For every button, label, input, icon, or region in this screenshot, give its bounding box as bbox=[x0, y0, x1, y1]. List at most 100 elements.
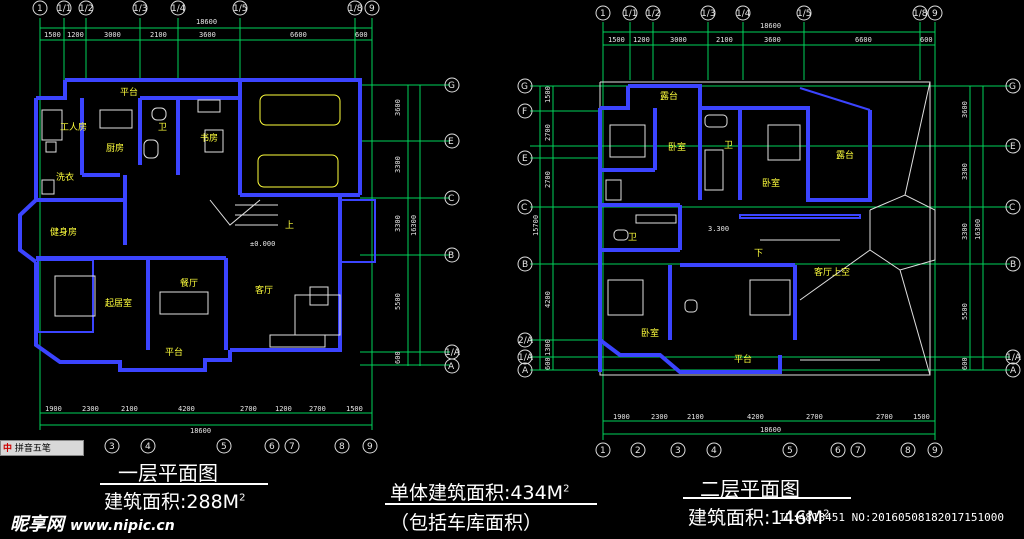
plan1-room-label: 平台 bbox=[120, 86, 138, 98]
plan2-right-dim: 3300 bbox=[961, 163, 969, 180]
plan1-level-mark: ±0.000 bbox=[250, 240, 275, 248]
plan2-room-label: 露台 bbox=[660, 90, 678, 102]
plan1-axis-label: B bbox=[448, 251, 454, 261]
plan2-bottom-dim: 1500 bbox=[913, 413, 930, 421]
plan1-title-underline bbox=[100, 483, 268, 485]
plan2-axis-label: 5 bbox=[787, 446, 793, 456]
plan2-axis-label: C bbox=[1009, 203, 1015, 213]
total-area-note: （包括车库面积） bbox=[390, 512, 543, 534]
plan2-room-label: 卫 bbox=[628, 233, 637, 243]
total-area-underline bbox=[385, 503, 597, 505]
total-area: 单体建筑面积:434M2 bbox=[390, 482, 570, 504]
plan2-axis-label: 1/1 bbox=[623, 9, 637, 19]
plan1-axis-label: 9 bbox=[367, 442, 373, 452]
plan2-room-label: 卫 bbox=[724, 141, 733, 151]
plan2-top-dim: 3000 bbox=[670, 36, 687, 44]
plan2-axis-label: 1/4 bbox=[736, 9, 751, 19]
plan2-room-label: 卧室 bbox=[668, 141, 686, 153]
plan2-title-underline bbox=[683, 497, 851, 499]
plan2-axis-label: 2/A bbox=[518, 336, 534, 346]
plan1-right-dim: 5500 bbox=[394, 293, 402, 310]
plan2-left-dim: 1500 bbox=[544, 86, 552, 103]
plan2-axis-label: 7 bbox=[855, 446, 861, 456]
plan1-axis-label: 1/2 bbox=[79, 4, 93, 14]
ime-logo-icon: 中 bbox=[3, 444, 13, 454]
plan2-axis-label: 8 bbox=[905, 446, 911, 456]
plan1-title: 一层平面图 bbox=[118, 461, 218, 485]
plan2-right-dim-total: 16300 bbox=[974, 219, 982, 240]
plan1-axis-label: 1 bbox=[37, 4, 43, 14]
plan1-room-label: 洗衣 bbox=[56, 171, 74, 183]
plan1-axis-label: E bbox=[448, 137, 454, 147]
plan2-top-dim: 2100 bbox=[716, 36, 733, 44]
plan1-axis-label: C bbox=[448, 194, 454, 204]
plan2-room-label: 客厅上空 bbox=[814, 266, 850, 278]
plan2-room-label: 卧室 bbox=[762, 177, 780, 189]
plan2-axis-label: A bbox=[522, 366, 529, 376]
plan2-bottom-dim: 2100 bbox=[687, 413, 704, 421]
plan1-axis-label: 1/4 bbox=[171, 4, 186, 14]
plan1-room-label: 客厅 bbox=[255, 284, 273, 296]
plan1-room-label: 工人房 bbox=[60, 121, 87, 133]
plan1-top-dim: 3600 bbox=[199, 31, 216, 39]
plan1-axis-label: 6 bbox=[269, 442, 275, 452]
plan1-bottom-dim: 1500 bbox=[346, 405, 363, 413]
plan1-bottom-dim: 2700 bbox=[240, 405, 257, 413]
plan1-top-dim: 600 bbox=[355, 31, 368, 39]
plan2-left-dim: 1300 bbox=[544, 339, 552, 356]
watermark-id: ID:4813451 NO:20160508182017151000 bbox=[778, 511, 1004, 524]
plan2-axis-label: B bbox=[1010, 260, 1016, 270]
plan1-top-dim: 2100 bbox=[150, 31, 167, 39]
plan2-area: 建筑面积:146M2 bbox=[688, 507, 830, 529]
plan2-axis-label: 1/A bbox=[1006, 353, 1022, 363]
plan2-right-dim: 5500 bbox=[961, 303, 969, 320]
plan1-bottom-dim: 2100 bbox=[121, 405, 138, 413]
plan1-axis-label: 1/8 bbox=[348, 4, 363, 14]
plan2-level-mark: 3.300 bbox=[708, 225, 729, 233]
plan1: 18600 1500 1200 3000 2100 3600 6600 600 … bbox=[18, 0, 461, 454]
plan2-room-label: 平台 bbox=[734, 353, 752, 365]
plan1-room-label: 平台 bbox=[165, 346, 183, 358]
plan2-bottom-dim: 2300 bbox=[651, 413, 668, 421]
plan2-axis-label: E bbox=[522, 154, 528, 164]
plan2-axis-label: 1/2 bbox=[646, 9, 660, 19]
plan1-bottom-dim-total: 18600 bbox=[190, 427, 211, 435]
plan1-room-label: 上 bbox=[285, 220, 294, 231]
plan1-axis-label: 1/A bbox=[445, 348, 461, 358]
plan2-axis-label: 9 bbox=[932, 9, 938, 19]
plan2-axis-label: 1 bbox=[600, 446, 606, 456]
plan2-right-dim: 600 bbox=[961, 357, 969, 370]
plan1-bottom-dim: 4200 bbox=[178, 405, 195, 413]
ime-toolbar[interactable]: 中 拼音五笔 bbox=[0, 440, 84, 456]
plan2-top-dim: 600 bbox=[920, 36, 933, 44]
plan1-right-dim: 3600 bbox=[394, 99, 402, 116]
plan1-bottom-dim: 1200 bbox=[275, 405, 292, 413]
plan2-axis-label: 1/A bbox=[518, 353, 534, 363]
plan1-axis-label: 1/3 bbox=[133, 4, 147, 14]
plan1-room-label: 起居室 bbox=[105, 297, 132, 309]
plan1-axis-label: 9 bbox=[369, 4, 375, 14]
plan2-top-dim: 3600 bbox=[764, 36, 781, 44]
plan2: 18600 1500 1200 3000 2100 3600 6600 600 … bbox=[517, 5, 1022, 458]
plan1-room-label: 厨房 bbox=[106, 142, 124, 154]
plan1-top-dim: 1500 bbox=[44, 31, 61, 39]
plan2-room-label: 卧室 bbox=[641, 327, 659, 339]
plan1-axis-label: 7 bbox=[289, 442, 295, 452]
plan2-top-dim: 6600 bbox=[855, 36, 872, 44]
plan1-bottom-dim: 2300 bbox=[82, 405, 99, 413]
plan1-top-dim: 3000 bbox=[104, 31, 121, 39]
plan2-top-dim: 1500 bbox=[608, 36, 625, 44]
plan2-axis-label: 9 bbox=[932, 446, 938, 456]
plan1-right-dim: 3300 bbox=[394, 156, 402, 173]
plan1-axis-label: 5 bbox=[221, 442, 227, 452]
plan2-axis-label: G bbox=[1009, 82, 1016, 92]
plan1-room-label: 健身房 bbox=[50, 226, 77, 238]
plan1-axis-label: 4 bbox=[145, 442, 151, 452]
plan1-top-dim: 6600 bbox=[290, 31, 307, 39]
plan2-axis-label: G bbox=[521, 82, 528, 92]
plan1-axis-label: 1/5 bbox=[233, 4, 247, 14]
plan1-room-label: 卫 bbox=[158, 123, 167, 133]
plan2-room-label: 下 bbox=[754, 249, 763, 259]
ime-label: 拼音五笔 bbox=[14, 444, 51, 454]
plan2-bottom-dim: 2700 bbox=[876, 413, 893, 421]
